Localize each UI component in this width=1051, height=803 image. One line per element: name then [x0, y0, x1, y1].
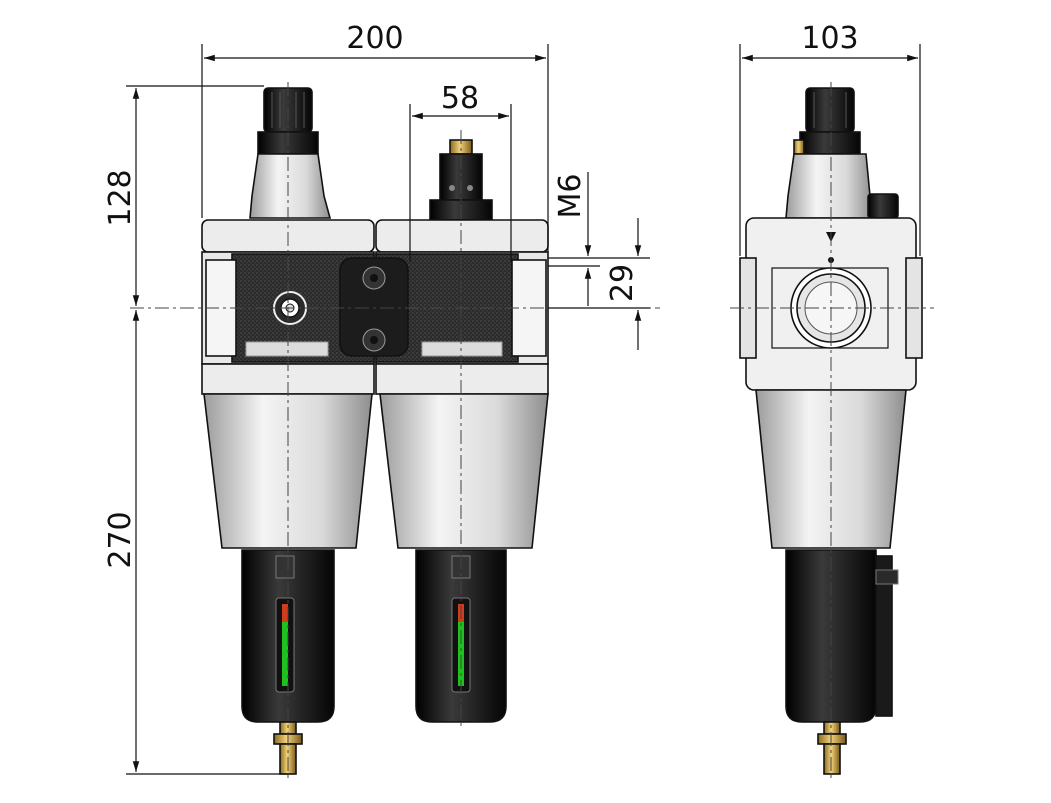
dim-label-58: 58	[441, 81, 479, 116]
dim-label-128: 128	[103, 169, 138, 226]
dim-label-103: 103	[801, 21, 858, 56]
dimension-overall-width: 200	[201, 21, 549, 252]
side-view: 103	[730, 21, 934, 780]
front-view: 200 58 128 270 M6	[103, 21, 660, 780]
dim-label-m6: M6	[553, 174, 588, 219]
connector-block	[339, 257, 409, 357]
dim-label-200: 200	[346, 21, 403, 56]
dimension-heights: 128 270	[103, 85, 288, 775]
side-regulator-knob	[793, 87, 861, 155]
side-fitting	[867, 193, 899, 219]
dimension-side-width: 103	[739, 21, 921, 256]
side-drain-fitting	[817, 721, 847, 775]
dim-label-29: 29	[605, 264, 640, 302]
bowl-right	[379, 393, 549, 549]
dimension-mount-thread: M6	[548, 172, 600, 306]
dimension-port-spacing: 58	[409, 81, 512, 262]
regulator-bonnet	[249, 153, 332, 219]
side-bowl-guard	[785, 549, 899, 723]
side-bonnet	[785, 153, 873, 219]
dimension-mount-offset: 29	[548, 218, 650, 350]
dim-label-270: 270	[103, 511, 138, 568]
